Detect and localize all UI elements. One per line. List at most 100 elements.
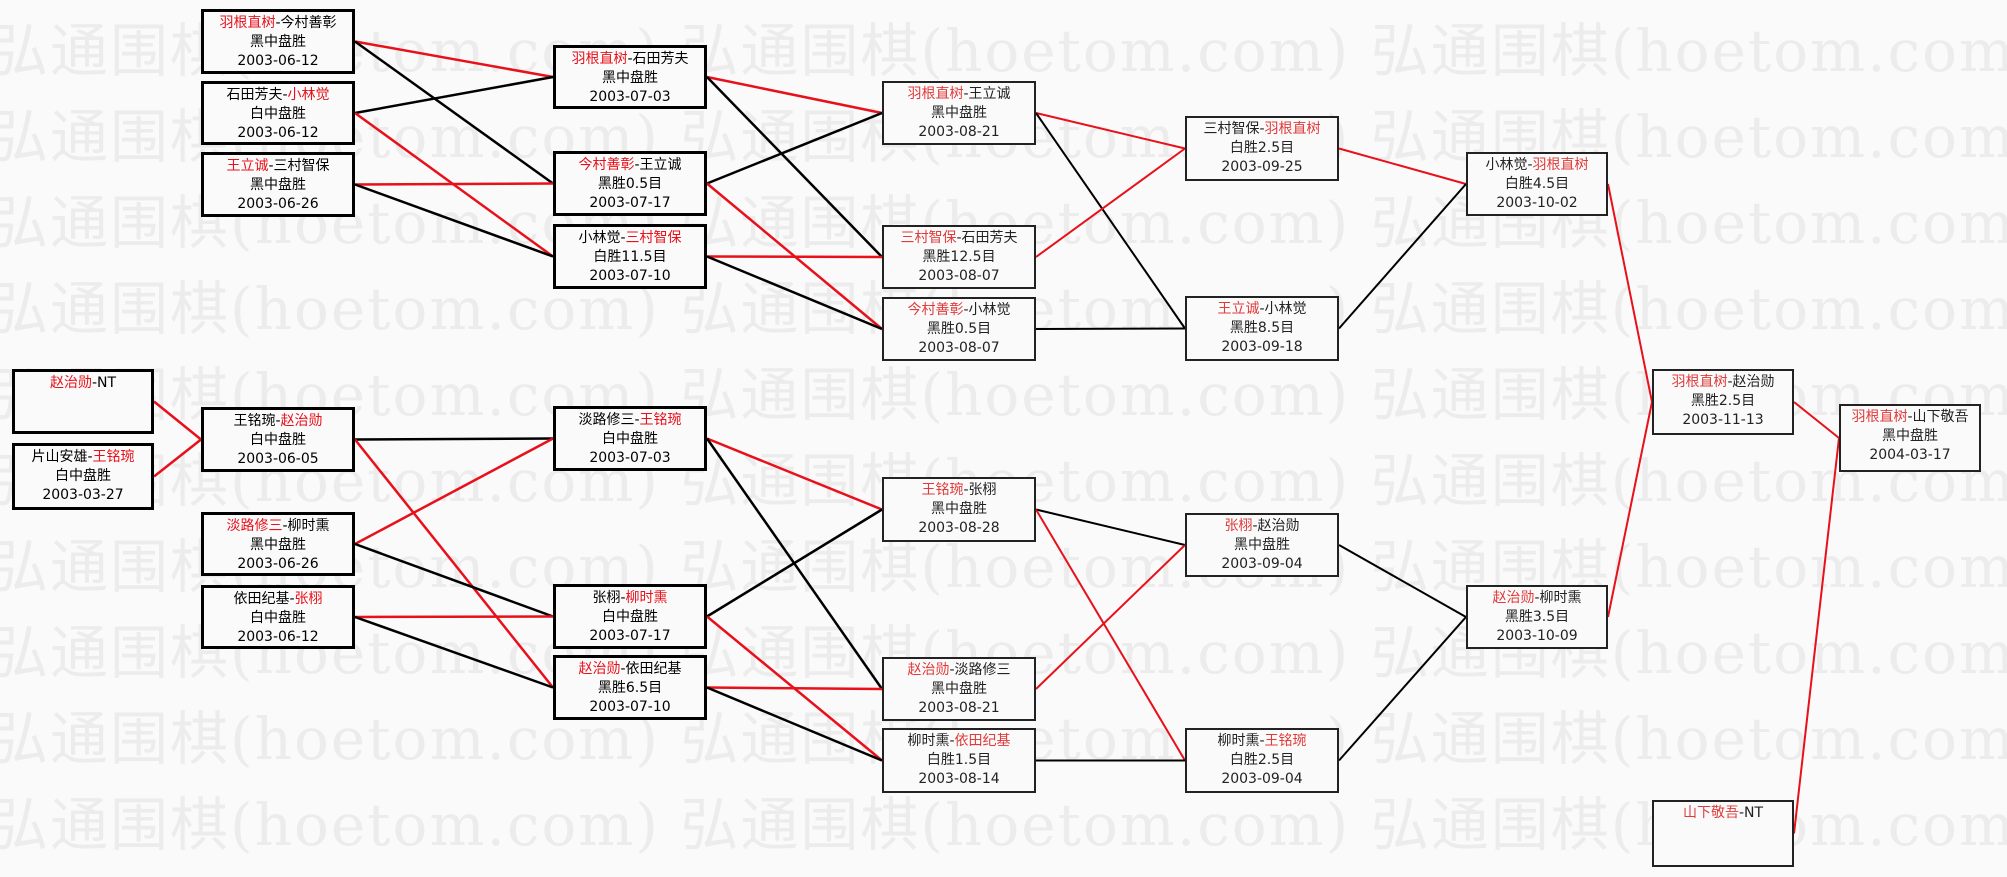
match-result: 黑中盘胜	[1234, 537, 1290, 553]
winner-name: 山下敬吾	[1682, 805, 1739, 821]
match-players: 羽根直树-赵治勋	[1654, 373, 1792, 392]
winner-name: 王铭琬	[92, 449, 135, 465]
elimination-line	[354, 542, 554, 618]
loser-name: 淡路修三	[578, 412, 635, 428]
advance-line	[1035, 508, 1186, 762]
advance-line	[706, 255, 883, 259]
winner-name: 张栩	[1224, 518, 1253, 534]
match-result: 黑中盘胜	[931, 105, 987, 121]
match-date: 2003-07-17	[589, 628, 671, 644]
elimination-line	[1035, 112, 1186, 330]
match-players: 小林觉-羽根直树	[1468, 156, 1606, 175]
loser-name: 小林觉	[578, 230, 621, 246]
match-box[interactable]: 赵治勋-NT	[12, 369, 154, 434]
winner-name: 赵治勋	[280, 413, 323, 429]
match-date: 2003-10-09	[1496, 628, 1578, 644]
separator: -	[1534, 590, 1540, 606]
advance-line	[1035, 544, 1186, 690]
match-result: 白中盘胜	[602, 609, 658, 625]
loser-name: 依田纪基	[233, 591, 290, 607]
advance-line	[354, 182, 554, 186]
match-result: 白胜2.5目	[1229, 140, 1295, 156]
winner-name: 赵治勋	[1492, 590, 1535, 606]
elimination-line	[1338, 616, 1467, 762]
advance-line	[354, 438, 554, 689]
match-box[interactable]: 三村智保-羽根直树白胜2.5目 2003-09-25	[1185, 116, 1339, 181]
advance-line	[153, 400, 202, 441]
winner-name: 赵治勋	[578, 661, 621, 677]
winner-name: 羽根直树	[907, 86, 964, 102]
advance-line	[354, 40, 554, 79]
match-players: 张栩-赵治勋	[1187, 517, 1337, 536]
match-box[interactable]: 淡路修三-王铭琬白中盘胜 2003-07-03	[553, 406, 707, 471]
match-result: 白中盘胜	[602, 431, 658, 447]
match-result: 白中盘胜	[250, 432, 306, 448]
match-players: 三村智保-羽根直树	[1187, 120, 1337, 139]
match-date: 2003-03-27	[42, 487, 124, 503]
advance-line	[1793, 437, 1840, 834]
elimination-line	[706, 76, 883, 258]
match-result: 黑中盘胜	[931, 681, 987, 697]
match-date: 2003-06-12	[237, 53, 319, 69]
loser-name: 柳时熏	[1217, 733, 1260, 749]
match-players: 淡路修三-王铭琬	[556, 411, 704, 430]
match-players: 羽根直树-今村善彰	[204, 14, 352, 33]
separator: -	[627, 51, 633, 67]
advance-line	[354, 437, 554, 546]
match-result: 白胜2.5目	[1229, 752, 1295, 768]
match-date: 2003-07-03	[589, 89, 671, 105]
loser-name: 柳时熏	[287, 518, 330, 534]
match-players: 赵治勋-淡路修三	[884, 661, 1034, 680]
match-box[interactable]: 山下敬吾-NT	[1652, 800, 1794, 867]
match-date: 2003-09-25	[1221, 159, 1303, 175]
separator: -	[956, 230, 962, 246]
winner-name: 今村善彰	[578, 157, 635, 173]
separator: -	[275, 413, 281, 429]
match-date: 2003-08-07	[918, 340, 1000, 356]
separator: -	[1252, 518, 1258, 534]
loser-name: 王立诚	[968, 86, 1011, 102]
match-date: 2003-07-03	[589, 450, 671, 466]
match-result: 黑中盘胜	[250, 177, 306, 193]
loser-name: 赵治勋	[1257, 518, 1300, 534]
winner-name: 羽根直树	[1671, 374, 1728, 390]
match-players: 羽根直树-山下敬吾	[1841, 408, 1979, 427]
separator: -	[949, 662, 955, 678]
match-players: 王立诚-三村智保	[204, 157, 352, 176]
winner-name: 羽根直树	[1851, 409, 1908, 425]
separator: -	[963, 482, 969, 498]
match-players: 赵治勋-依田纪基	[556, 660, 704, 679]
loser-name: 三村智保	[273, 158, 330, 174]
loser-name: 小林觉	[1485, 157, 1528, 173]
match-result: 黑胜0.5目	[597, 176, 663, 192]
match-date: 2003-07-10	[589, 699, 671, 715]
loser-name: 依田纪基	[625, 661, 682, 677]
match-result: 黑中盘胜	[1882, 428, 1938, 444]
loser-name: 王立诚	[639, 157, 682, 173]
